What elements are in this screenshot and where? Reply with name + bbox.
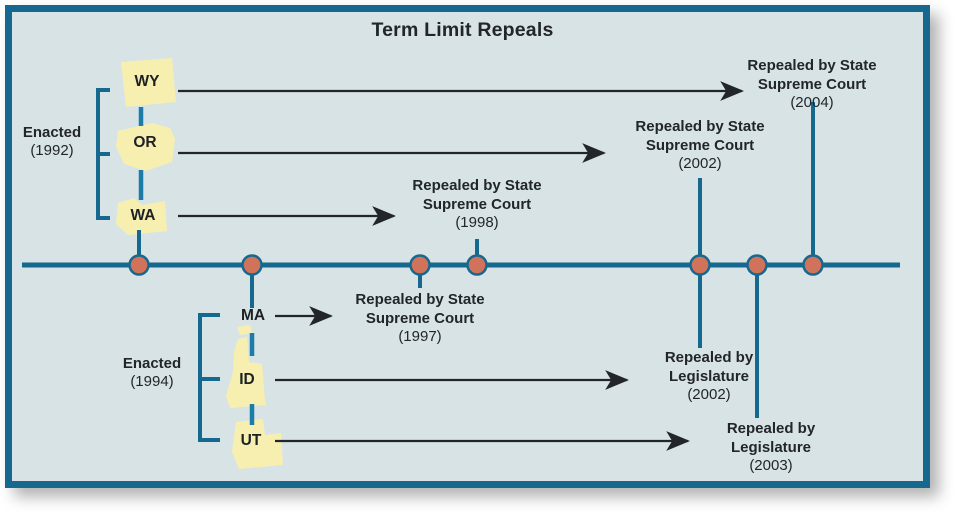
group-heading: Enacted	[22, 124, 82, 141]
repeal-label-wy-2004: Repealed by State Supreme Court (2004)	[722, 57, 902, 113]
state-label-ma: MA	[240, 307, 266, 324]
timeline-dot	[466, 254, 488, 276]
repeal-year: (1998)	[455, 214, 499, 232]
repeal-line-2: Legislature	[730, 438, 812, 456]
repeal-line-2: Supreme Court	[757, 75, 867, 93]
state-shape-wa	[116, 198, 167, 235]
repeal-label-id-2002: Repealed by Legislature (2002)	[634, 349, 784, 405]
state-shape-or	[116, 123, 175, 171]
state-label-ut: UT	[240, 432, 262, 449]
repeal-label-or-2002: Repealed by State Supreme Court (2002)	[610, 118, 790, 174]
repeal-line-1: Repealed by	[664, 349, 754, 366]
state-label-wy: WY	[134, 73, 160, 90]
state-shape-ut	[232, 419, 283, 469]
state-label-id: ID	[239, 371, 255, 388]
state-label-or: OR	[133, 134, 157, 151]
timeline-dot	[746, 254, 768, 276]
repeal-label-ut-2003: Repealed by Legislature (2003)	[696, 420, 846, 476]
repeal-line-1: Repealed by State	[747, 57, 877, 74]
group-heading: Enacted	[122, 355, 182, 372]
repeal-arrows	[178, 81, 744, 451]
figure-title: Term Limit Repeals	[371, 19, 554, 41]
repeal-year: (1997)	[398, 328, 442, 346]
group-year: (1994)	[130, 373, 174, 391]
group-label-enacted-1994: Enacted (1994)	[106, 355, 198, 392]
bracket-enacted-1992	[96, 88, 110, 220]
timeline-dot	[689, 254, 711, 276]
repeal-year: (2004)	[790, 94, 834, 112]
repeal-line-1: Repealed by State	[635, 118, 765, 135]
repeal-line-2: Legislature	[668, 367, 750, 385]
state-label-wa: WA	[130, 207, 156, 224]
state-shapes	[116, 58, 283, 469]
repeal-year: (2003)	[749, 457, 793, 475]
repeal-line-1: Repealed by	[726, 420, 816, 437]
group-label-enacted-1992: Enacted (1992)	[6, 124, 98, 161]
state-chain-connectors	[138, 107, 255, 425]
repeal-line-1: Repealed by State	[412, 177, 542, 194]
repeal-line-2: Supreme Court	[365, 309, 475, 327]
repeal-label-wa-1998: Repealed by State Supreme Court (1998)	[387, 177, 567, 233]
repeal-line-2: Supreme Court	[422, 195, 532, 213]
repeal-year: (2002)	[687, 386, 731, 404]
timeline-dot	[802, 254, 824, 276]
repeal-year: (2002)	[678, 155, 722, 173]
timeline-dot	[241, 254, 263, 276]
state-shape-id	[226, 337, 266, 408]
state-shape-wy	[121, 58, 176, 107]
repeal-line-1: Repealed by State	[355, 291, 485, 308]
repeal-line-2: Supreme Court	[645, 136, 755, 154]
bracket-enacted-1994	[198, 313, 220, 442]
timeline-dot	[128, 254, 150, 276]
repeal-label-ma-1997: Repealed by State Supreme Court (1997)	[330, 291, 510, 347]
state-shape-ma	[237, 325, 252, 335]
group-year: (1992)	[30, 142, 74, 160]
timeline-dot	[409, 254, 431, 276]
timeline-markers	[128, 254, 824, 276]
